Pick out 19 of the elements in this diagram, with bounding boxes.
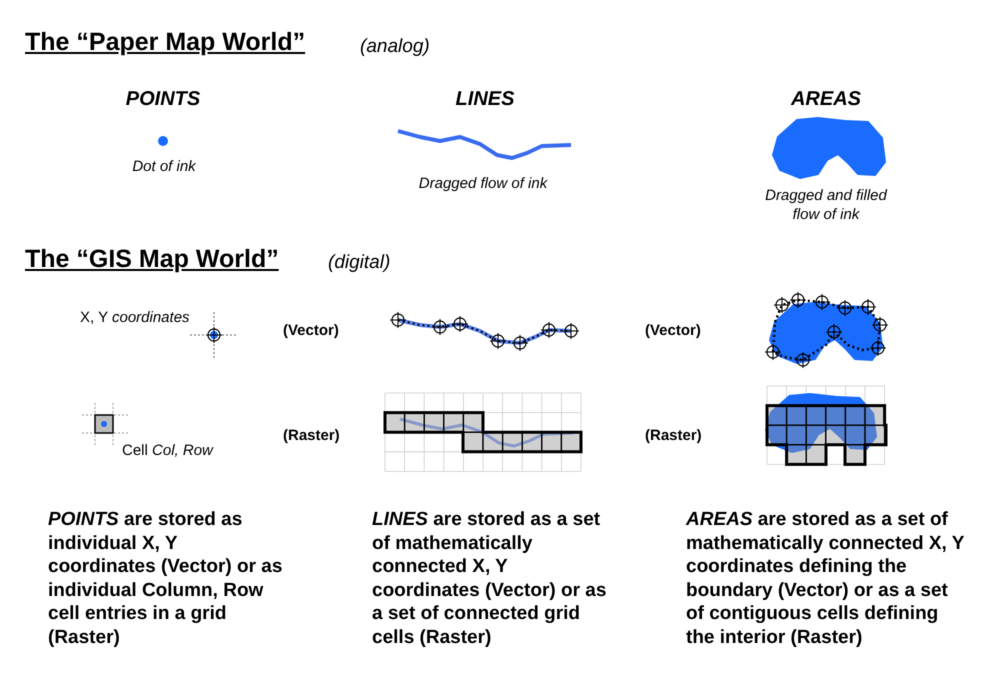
column-heading: AREAS [790, 88, 862, 111]
coordinate-label: X, Y coordinates [80, 309, 190, 326]
model-label: (Raster) [283, 427, 340, 444]
caption: Dot of ink [131, 158, 197, 175]
model-label: (Vector) [645, 322, 701, 339]
description-text: POINTS are stored as individual X, Y coordinates (Vector) or as individual Column, Row cell entries in a grid (Raster) [48, 508, 283, 649]
heading: The “Paper Map World” [25, 28, 306, 57]
caption: Dragged flow of ink [418, 175, 549, 192]
model-label: (Vector) [283, 322, 339, 339]
heading: The “GIS Map World” [25, 245, 279, 274]
cell-label: Cell Col, Row [122, 442, 213, 459]
heading-note: (digital) [328, 252, 390, 274]
heading-note: (analog) [360, 36, 430, 58]
model-label: (Raster) [645, 427, 702, 444]
column-heading: LINES [454, 88, 516, 111]
column-heading: POINTS [124, 88, 202, 111]
description-text: AREAS are stored as a set of mathematically connected X, Y coordinates defining the boundary (Vector) or as a set of contiguous cells defining the interior (Raster) [686, 508, 966, 649]
description-text: LINES are stored as a set of mathematically connected X, Y coordinates (Vector) or as a set of connected grid cells (Raster) [372, 508, 607, 649]
caption: Dragged and filled flow of ink [764, 186, 888, 224]
